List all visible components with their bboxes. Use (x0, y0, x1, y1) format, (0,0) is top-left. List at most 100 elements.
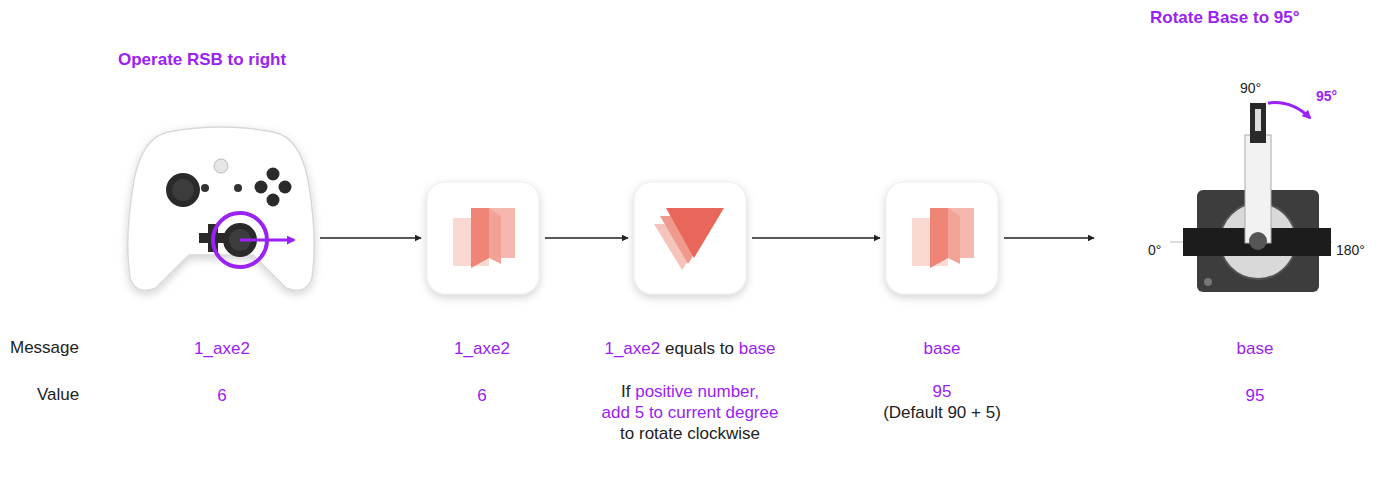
icon-tile (427, 182, 539, 294)
space (734, 339, 739, 358)
space (943, 403, 948, 422)
text-run: base (1237, 339, 1274, 358)
app-picture (886, 182, 998, 294)
value-text: 6 (477, 385, 486, 406)
text-run: 5 (635, 403, 644, 422)
message-text: base (1237, 338, 1274, 359)
logo-panel (489, 208, 501, 264)
space (693, 382, 698, 401)
angle-label: 95° (1316, 86, 1337, 106)
text-run: 95 (1246, 386, 1265, 405)
text-run: current (668, 403, 721, 422)
angle-label: 0° (1148, 240, 1161, 260)
text-run: positive (635, 382, 693, 401)
arm-tip-slot (1255, 109, 1261, 131)
space (721, 403, 726, 422)
left-stick (166, 173, 200, 207)
text-run: 1_axe2 (454, 339, 510, 358)
arm-tip (1250, 103, 1266, 143)
text-run: to (620, 424, 634, 443)
space (981, 403, 986, 422)
text-run: to (720, 339, 734, 358)
left-stick-top (172, 179, 194, 201)
space (644, 403, 649, 422)
text-run: 5) (986, 403, 1001, 422)
space (682, 424, 687, 443)
icon-tile (886, 182, 998, 294)
text-run: 95 (933, 382, 952, 401)
text-run: + (971, 403, 981, 422)
space (715, 339, 720, 358)
value-text: (Default 90 + 5) (883, 402, 1001, 423)
servo-hub (1249, 232, 1267, 250)
angle-label: 180° (1336, 240, 1365, 260)
text-run: equals (665, 339, 715, 358)
text-run: to (649, 403, 663, 422)
text-run: 6 (217, 386, 226, 405)
servo-picture (1100, 95, 1360, 295)
menu-button (234, 184, 242, 192)
text-run: 6 (477, 386, 486, 405)
message-text: 1_axe2 (454, 338, 510, 359)
text-run: add (602, 403, 630, 422)
logo-panel (471, 208, 489, 268)
flow-arrow (545, 237, 628, 239)
controller-picture (128, 118, 314, 296)
value-text: 95 (1246, 385, 1265, 406)
angle-label: 90° (1240, 78, 1261, 98)
face-button (267, 168, 280, 181)
text-run: rotate (639, 424, 682, 443)
view-button (201, 184, 209, 192)
space (634, 424, 639, 443)
text-run: 90 (947, 403, 966, 422)
text-run: (Default (883, 403, 943, 422)
heading: Operate RSB to right (118, 50, 286, 70)
controller-body (128, 127, 315, 290)
controller-icon: 1_axe26 (128, 118, 314, 296)
value-text: 6 (217, 385, 226, 406)
servo-bar (1183, 228, 1331, 256)
app-icon: 1_axe26 (427, 182, 539, 294)
logo-layer (666, 208, 724, 258)
direction-arrow (240, 239, 294, 242)
rotation-arrow (1268, 103, 1310, 118)
space (630, 403, 635, 422)
heading: Rotate Base to 95° (1150, 8, 1299, 28)
transform-picture (634, 182, 746, 294)
message-text: base (924, 338, 961, 359)
face-button (279, 181, 292, 194)
face-button (267, 194, 280, 207)
app-icon: base95(Default 90 + 5) (886, 182, 998, 294)
xbox-button (214, 159, 228, 173)
text-run: clockwise (687, 424, 760, 443)
text-run: base (739, 339, 776, 358)
servo-icon: base95 (1100, 95, 1360, 295)
axis-guide (1331, 242, 1332, 243)
flow-arrow (752, 237, 880, 239)
logo-panel (948, 208, 960, 264)
face-button (255, 181, 268, 194)
space (663, 403, 668, 422)
row-label: Value (37, 385, 79, 405)
value-text: If positive number, add 5 to current deg… (602, 381, 779, 444)
servo-arm (1245, 135, 1271, 243)
flow-arrow (320, 237, 421, 239)
text-run: 1_axe2 (604, 339, 660, 358)
value-text: 95 (933, 381, 952, 402)
text-run: degree (725, 403, 778, 422)
message-text: 1_axe2 (194, 338, 250, 359)
message-text: 1_axe2 equals to base (604, 338, 775, 359)
space (660, 339, 665, 358)
logo-panel (930, 208, 948, 268)
icon-tile (634, 182, 746, 294)
text-run: number, (698, 382, 759, 401)
space (966, 403, 971, 422)
text-run: base (924, 339, 961, 358)
row-label: Message (10, 338, 79, 358)
axis-guide (1170, 242, 1183, 243)
space (630, 382, 635, 401)
flow-arrow (1004, 237, 1094, 239)
mount-hole (1204, 278, 1212, 286)
text-run: If (621, 382, 630, 401)
transform-icon: 1_axe2 equals to baseIf positive number,… (634, 182, 746, 294)
